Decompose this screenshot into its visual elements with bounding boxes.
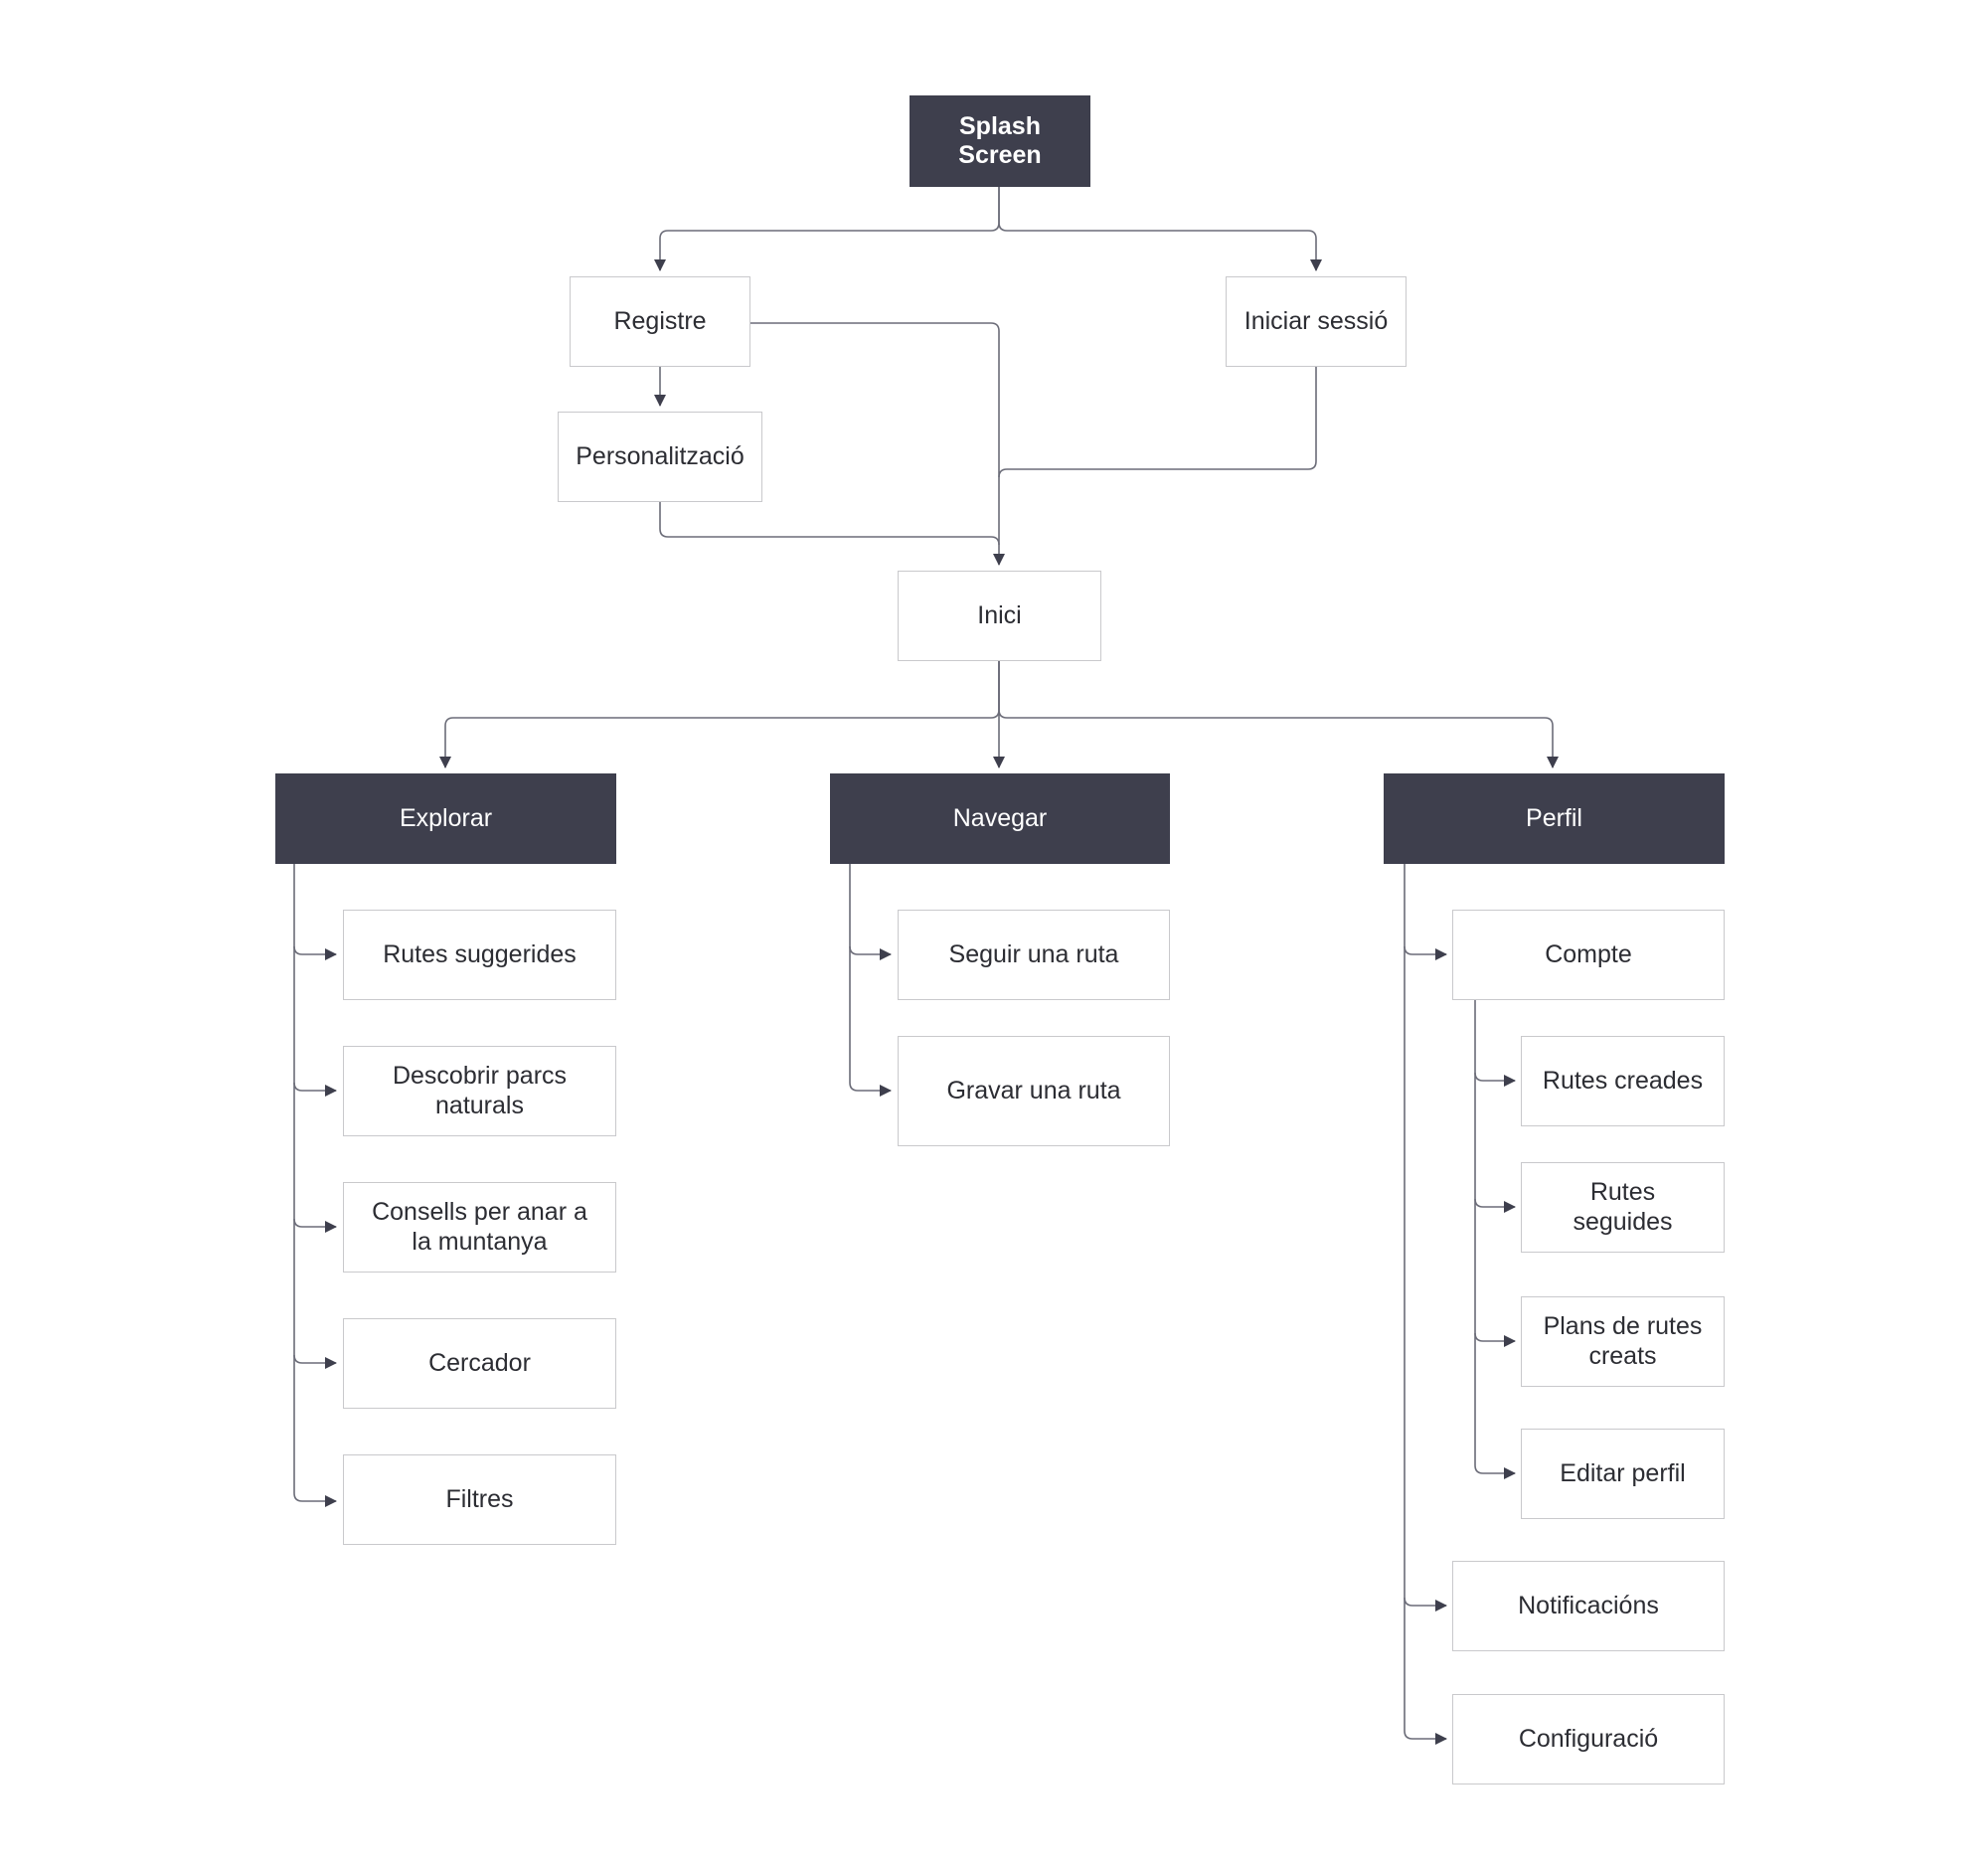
node-navegar-item: Seguir una ruta xyxy=(898,910,1170,1000)
node-explorar-item: Descobrir parcs naturals xyxy=(343,1046,616,1136)
connector-explorar-3 xyxy=(293,1218,337,1233)
node-iniciar-sessio: Iniciar sessió xyxy=(1226,276,1407,367)
connector-perfil-notificacions xyxy=(1404,1597,1447,1612)
node-compte-item: Rutes seguides xyxy=(1521,1162,1725,1253)
connector-splash-registre xyxy=(654,187,1000,271)
node-notificacions: Notificacións xyxy=(1452,1561,1725,1651)
connector-navegar-trunk xyxy=(849,864,892,1097)
connector-explorar-4 xyxy=(293,1354,337,1369)
connector-compte-2 xyxy=(1474,1198,1516,1213)
connector-compte-1 xyxy=(1474,1072,1516,1087)
connector-inici-perfil xyxy=(998,661,1559,768)
connector-registre-inici xyxy=(750,322,1005,566)
node-navegar: Navegar xyxy=(830,773,1170,864)
node-explorar: Explorar xyxy=(275,773,616,864)
node-configuracio: Configuració xyxy=(1452,1694,1725,1784)
connector-personalitzacio-inici xyxy=(659,502,1000,546)
node-personalitzacio: Personalització xyxy=(558,412,762,502)
connector-inici-explorar xyxy=(439,661,1000,768)
connector-compte-trunk xyxy=(1474,1000,1516,1479)
node-compte-item: Rutes creades xyxy=(1521,1036,1725,1126)
connector-splash-iniciar xyxy=(998,187,1322,271)
connector-explorar-2 xyxy=(293,1082,337,1097)
node-compte: Compte xyxy=(1452,910,1725,1000)
node-explorar-item: Consells per anar a la muntanya xyxy=(343,1182,616,1273)
node-compte-item: Plans de rutes creats xyxy=(1521,1296,1725,1387)
node-perfil: Perfil xyxy=(1384,773,1725,864)
node-splash-screen: Splash Screen xyxy=(910,95,1090,187)
connector-iniciar-inici xyxy=(998,367,1317,478)
node-explorar-item: Filtres xyxy=(343,1454,616,1545)
connector-perfil-trunk xyxy=(1404,864,1447,1745)
node-navegar-item: Gravar una ruta xyxy=(898,1036,1170,1146)
connector-perfil-compte xyxy=(1404,945,1447,960)
connector-compte-3 xyxy=(1474,1332,1516,1347)
node-inici: Inici xyxy=(898,571,1101,661)
connector-navegar-1 xyxy=(849,945,892,960)
node-explorar-item: Rutes suggerides xyxy=(343,910,616,1000)
connector-explorar-1 xyxy=(293,945,337,960)
connector-explorar-trunk xyxy=(293,864,337,1507)
node-explorar-item: Cercador xyxy=(343,1318,616,1409)
node-registre: Registre xyxy=(570,276,750,367)
node-compte-item: Editar perfil xyxy=(1521,1429,1725,1519)
